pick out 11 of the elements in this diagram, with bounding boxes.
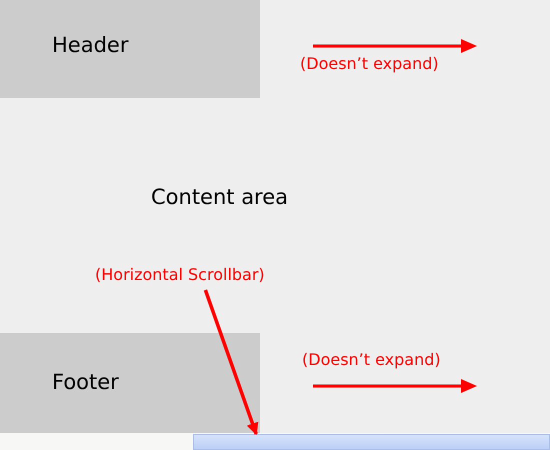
region-label: Content area xyxy=(151,185,288,209)
leader-arrow xyxy=(204,289,258,436)
note-text: (Doesn’t expand) xyxy=(302,350,441,369)
callout-text: (Horizontal Scrollbar) xyxy=(95,265,265,284)
note-text: (Doesn’t expand) xyxy=(300,54,439,73)
horizontal-scrollbar xyxy=(193,434,550,450)
region-label: Header xyxy=(52,33,128,57)
layout-region xyxy=(0,0,260,98)
region-label: Footer xyxy=(52,370,119,394)
layout-region xyxy=(0,333,260,433)
content-area xyxy=(0,0,550,433)
